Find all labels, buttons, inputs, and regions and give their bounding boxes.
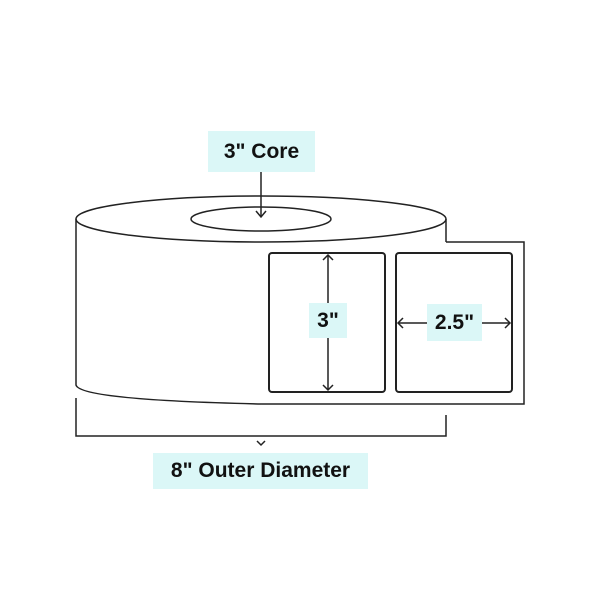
core-arrow-head-icon — [255, 210, 267, 219]
height-arrow-bottom-icon — [322, 384, 334, 392]
width-arrow-left-icon — [396, 317, 404, 329]
label-2 — [395, 252, 513, 393]
outer-diameter-label: 8" Outer Diameter — [153, 453, 368, 489]
label-height: 3" — [309, 303, 347, 338]
width-arrow-right-icon — [504, 317, 512, 329]
roll-side — [75, 219, 263, 405]
label-1 — [268, 252, 386, 393]
chevron-down-icon — [256, 440, 266, 447]
outer-diameter-bracket — [75, 398, 447, 437]
height-arrow-top-icon — [322, 253, 334, 261]
core-label: 3" Core — [208, 131, 315, 172]
label-width: 2.5" — [427, 304, 482, 341]
